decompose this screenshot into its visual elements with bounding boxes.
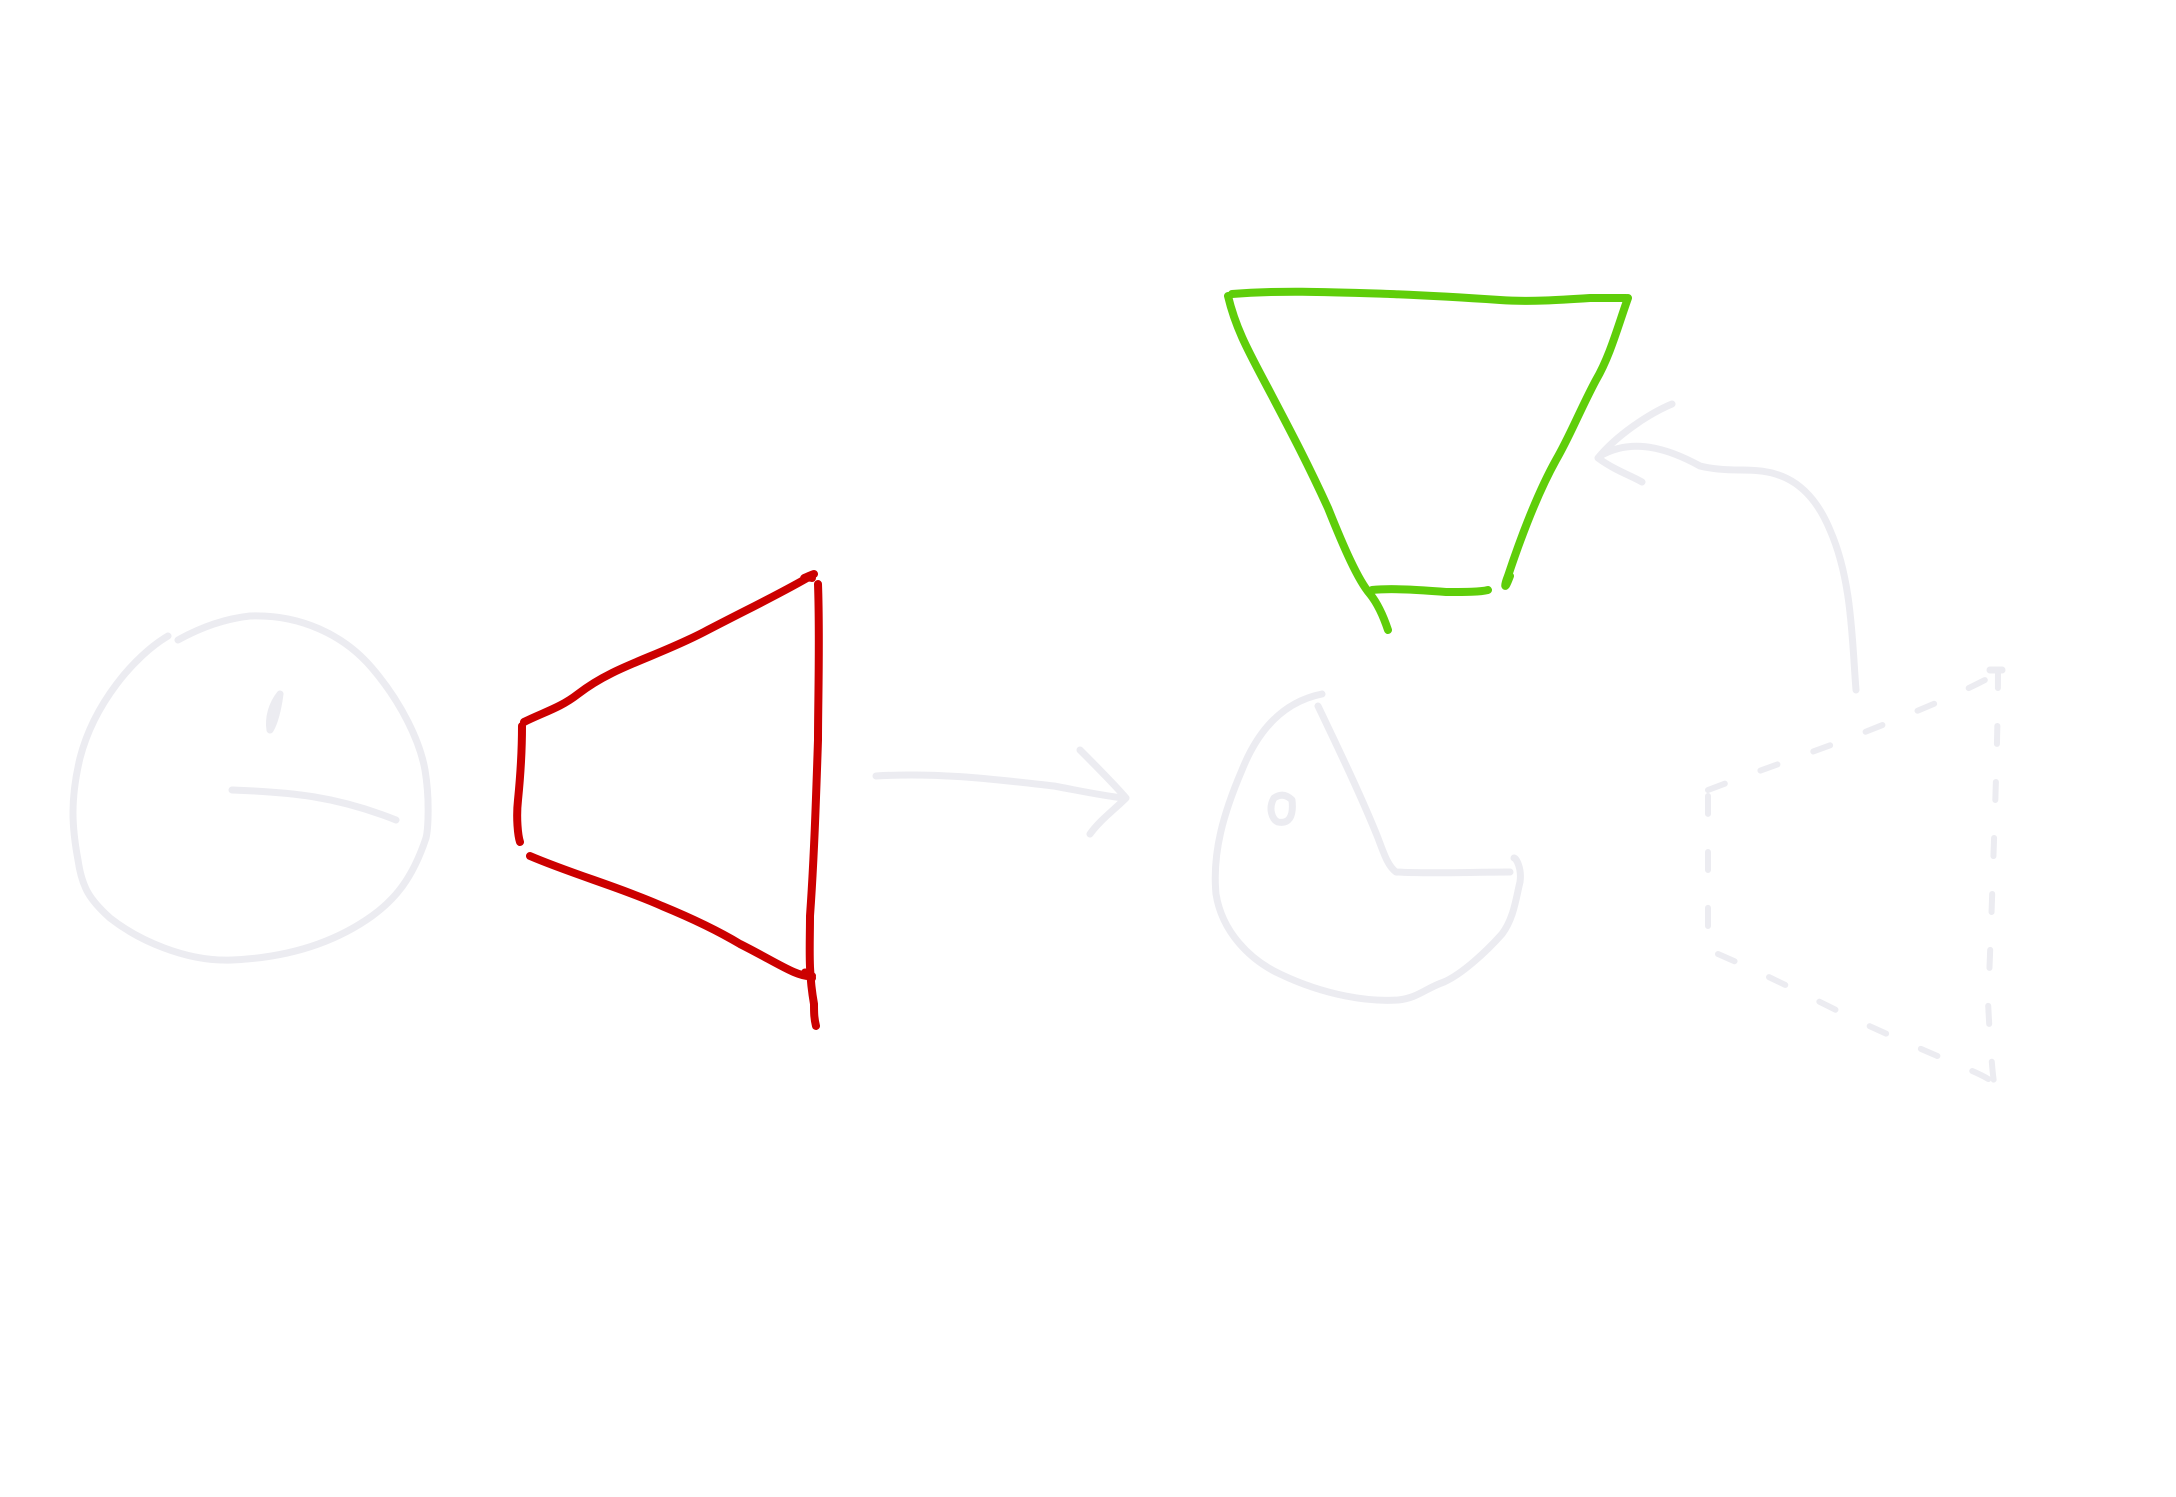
green-frustum-bottom-edge xyxy=(1368,585,1492,596)
left-head-nose-line xyxy=(228,786,400,824)
dashed-frustum-top-edge xyxy=(1705,669,2003,793)
dashed-frustum-bottom-edge xyxy=(1715,951,1993,1083)
green-view-frustum xyxy=(1224,287,1632,634)
transition-arrow-shaft xyxy=(872,771,1128,802)
left-head-eye xyxy=(266,690,284,734)
right-head-nose-line xyxy=(1314,702,1514,877)
transition-arrow-head xyxy=(1076,746,1130,838)
red-frustum-right-edge xyxy=(805,580,823,1030)
left-camera-head xyxy=(69,612,432,964)
dashed-frustum-right-edge xyxy=(1985,667,2001,1085)
red-view-frustum xyxy=(513,570,823,1030)
rotation-arrow-head xyxy=(1594,400,1676,486)
right-head-outline xyxy=(1211,690,1524,1004)
green-frustum-right-edge xyxy=(1501,294,1632,590)
rotation-arrow-shaft xyxy=(1596,442,1860,694)
green-frustum-top-edge xyxy=(1228,287,1630,305)
rotation-arrow xyxy=(1594,400,1860,694)
transition-arrow xyxy=(872,746,1130,838)
right-camera-head xyxy=(1211,690,1524,1004)
left-head-outline xyxy=(69,612,432,964)
green-frustum-left-edge xyxy=(1224,292,1392,634)
red-frustum-left-edge xyxy=(513,722,526,846)
dashed-previous-frustum xyxy=(1704,666,2006,1085)
right-head-eye xyxy=(1267,791,1296,826)
red-frustum-bottom-edge xyxy=(526,852,816,982)
red-frustum-top-edge xyxy=(520,570,818,726)
